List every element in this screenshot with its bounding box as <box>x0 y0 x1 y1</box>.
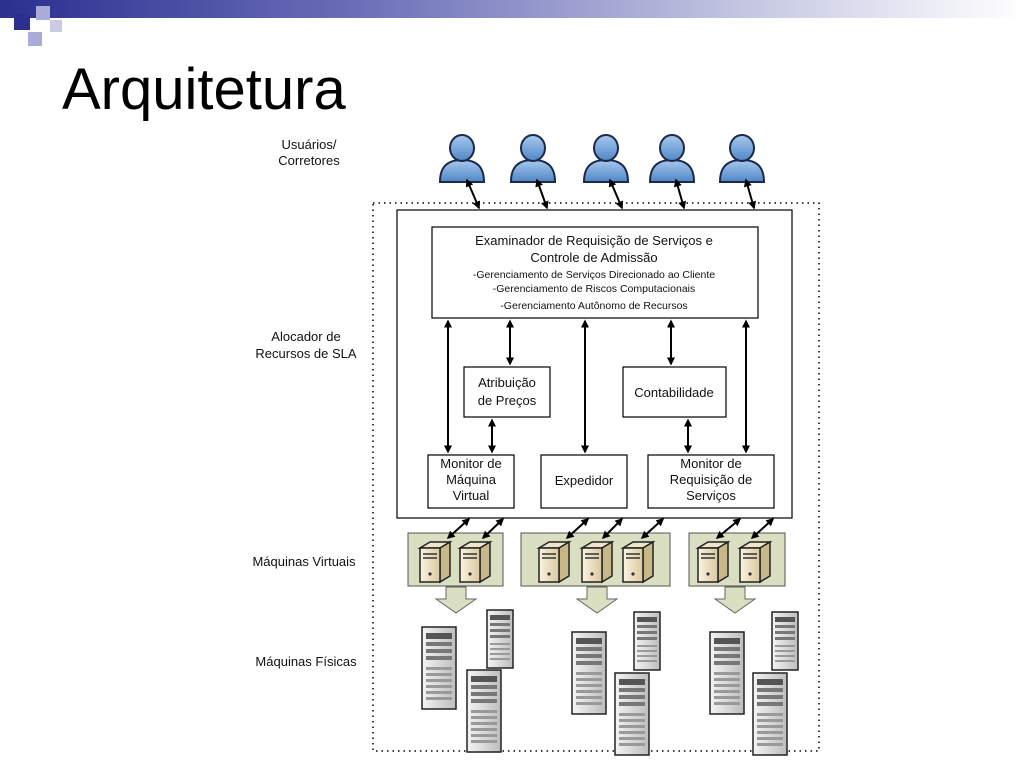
pricing-box <box>463 366 551 418</box>
user-icon <box>510 134 556 183</box>
virtual-machine-icon <box>459 541 491 583</box>
request-monitor-label-line2: Requisição de <box>670 472 752 487</box>
virtual-machine-icon <box>538 541 570 583</box>
label-virtual-machines: Máquinas Virtuais <box>252 554 356 569</box>
examiner-item: -Gerenciamento de Serviços Direcionado a… <box>473 269 715 281</box>
physical-server-icon <box>771 611 799 671</box>
label-users-line2: Corretores <box>278 153 340 168</box>
down-arrow-icon <box>576 586 618 614</box>
label-users-line1: Usuários/ <box>282 137 337 152</box>
examiner-box <box>431 226 759 319</box>
vm-connection-arrow <box>640 517 665 540</box>
physical-server-icon <box>486 609 514 669</box>
decor-square-light <box>28 32 42 46</box>
physical-server-icon <box>752 672 788 756</box>
label-allocator-line1: Alocador de <box>271 329 340 344</box>
label-physical-machines: Máquinas Físicas <box>255 654 357 669</box>
user-icon <box>583 134 629 183</box>
examiner-item: -Gerenciamento de Riscos Computacionais <box>493 283 696 295</box>
physical-server-icon <box>421 626 457 710</box>
user-icon <box>439 134 485 183</box>
system-boundary <box>372 202 820 752</box>
vm-monitor-label-line3: Virtual <box>453 488 490 503</box>
down-arrow-icon <box>435 586 477 614</box>
examiner-title-line1: Examinador de Requisição de Serviços e <box>475 233 713 248</box>
decor-square-mid <box>50 20 62 32</box>
vm-monitor-box <box>427 454 515 509</box>
down-arrow-icon <box>714 586 756 614</box>
physical-server-icon <box>571 631 607 715</box>
slide-title: Arquitetura <box>62 57 346 122</box>
vm-connection-arrow <box>565 517 590 540</box>
physical-server-icon <box>709 631 745 715</box>
vm-connection-arrow <box>715 518 742 539</box>
physical-server-icon <box>633 611 661 671</box>
vm-connection-arrow <box>481 517 505 540</box>
request-monitor-label-line1: Monitor de <box>680 456 741 471</box>
virtual-machine-icon <box>581 541 613 583</box>
vm-connection-arrow <box>750 517 775 540</box>
virtual-machine-icon <box>622 541 654 583</box>
decor-square-light <box>36 6 50 20</box>
vm-connection-arrow <box>601 517 624 540</box>
user-icon <box>649 134 695 183</box>
examiner-item: -Gerenciamento Autônomo de Recursos <box>500 300 687 312</box>
examiner-title-line2: Controle de Admissão <box>530 250 657 265</box>
vm-monitor-label-line2: Máquina <box>446 472 497 487</box>
virtual-machine-icon <box>697 541 729 583</box>
request-monitor-box <box>647 454 775 509</box>
header-gradient-band <box>0 0 1024 18</box>
virtual-machine-icon <box>739 541 771 583</box>
user-connection-arrow <box>535 178 549 210</box>
dispatcher-label: Expedidor <box>555 473 614 488</box>
user-connection-arrow <box>608 178 624 210</box>
label-allocator-line2: Recursos de SLA <box>255 346 356 361</box>
user-connection-arrow <box>465 178 481 210</box>
virtual-machine-icon <box>419 541 451 583</box>
request-monitor-label-line3: Serviços <box>686 488 736 503</box>
vm-connection-arrow <box>446 517 471 540</box>
vm-monitor-label-line1: Monitor de <box>440 456 501 471</box>
physical-server-icon <box>466 669 502 753</box>
accounting-box <box>622 366 727 418</box>
user-icon <box>719 134 765 183</box>
user-connection-arrow <box>673 178 687 210</box>
pricing-label-line2: de Preços <box>478 393 537 408</box>
dispatcher-box <box>540 454 628 509</box>
user-connection-arrow <box>743 178 757 210</box>
decor-square-dark <box>14 14 30 30</box>
accounting-label: Contabilidade <box>634 385 714 400</box>
pricing-label-line1: Atribuição <box>478 375 536 390</box>
physical-server-icon <box>614 672 650 756</box>
